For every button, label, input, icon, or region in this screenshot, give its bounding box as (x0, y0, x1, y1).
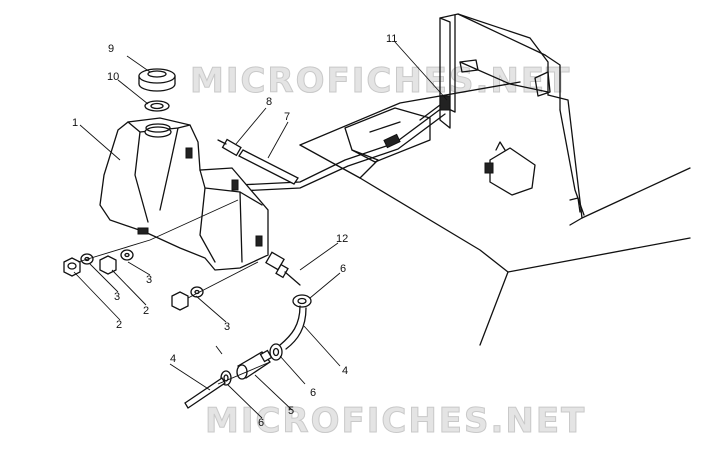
fuel-filter (236, 349, 273, 380)
vent-hose (237, 95, 451, 192)
fuel-line (184, 377, 226, 409)
callout-6-upper: 6 (340, 263, 346, 275)
cap-gasket (144, 100, 170, 112)
callout-3-left: 3 (114, 291, 120, 303)
fuel-valve (265, 251, 301, 286)
callout-3-lower: 3 (224, 321, 230, 333)
vent-fitting (217, 138, 242, 157)
callout-11: 11 (386, 33, 397, 45)
hose-clamp-middle (269, 343, 283, 361)
callout-3-mid: 3 (146, 274, 152, 286)
fuel-hose (279, 305, 307, 350)
washer-mid (120, 249, 134, 261)
callout-10: 10 (107, 71, 119, 83)
nut-lower (171, 291, 189, 311)
watermark-top: MICROFICHES.NET (190, 61, 571, 101)
callout-8: 8 (266, 96, 272, 108)
nut-left (63, 257, 81, 277)
callout-7: 7 (284, 111, 290, 123)
fuel-tank (99, 117, 269, 271)
callout-4-line: 4 (170, 353, 176, 365)
vent-tube (238, 149, 299, 185)
nut-mid (99, 255, 117, 275)
callout-2-left: 2 (116, 319, 122, 331)
callout-2-mid: 2 (143, 305, 149, 317)
leader-lines (73, 41, 448, 419)
callout-12: 12 (336, 233, 348, 245)
callout-4-hose: 4 (342, 365, 348, 377)
callout-9: 9 (108, 43, 114, 55)
callout-1: 1 (72, 117, 78, 129)
watermark-bottom: MICROFICHES.NET (205, 401, 586, 441)
fuel-cap (138, 68, 176, 92)
callout-6-lower: 6 (258, 417, 264, 429)
callout-6-middle: 6 (310, 387, 316, 399)
hose-clamp-upper (292, 294, 312, 308)
callout-5: 5 (288, 405, 294, 417)
